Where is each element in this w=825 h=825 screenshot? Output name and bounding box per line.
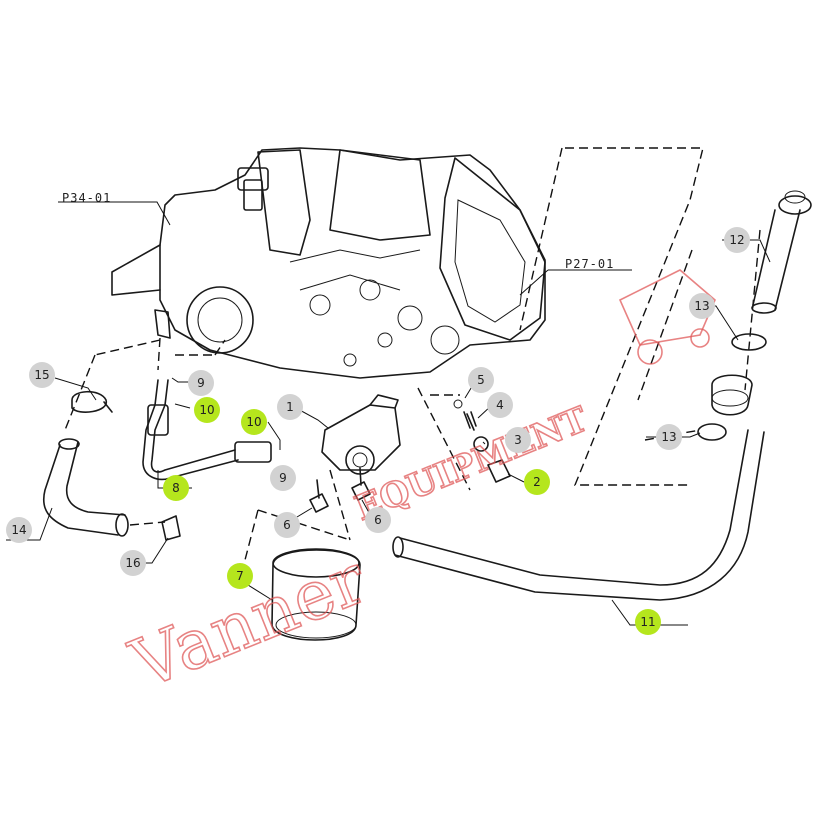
callout-number: 10 <box>199 403 214 417</box>
callout-7: 7 <box>227 563 253 589</box>
callout-13-lower: 13 <box>656 424 682 450</box>
assembly-lines <box>64 147 761 561</box>
fitting-16 <box>161 515 181 541</box>
callout-8: 8 <box>163 475 189 501</box>
callout-badge <box>689 293 715 319</box>
callout-9-upper: 9 <box>188 370 214 396</box>
callout-5: 5 <box>468 367 494 393</box>
callout-number: 3 <box>514 433 522 447</box>
callout-number: 14 <box>11 523 26 537</box>
callout-number: 6 <box>283 518 291 532</box>
callout-badge <box>635 609 661 635</box>
callout-badge <box>656 424 682 450</box>
callout-10-lower: 10 <box>241 409 267 435</box>
callout-badge <box>6 517 32 543</box>
ref-label-p27: P27-01 <box>565 257 614 271</box>
callout-13-upper: 13 <box>689 293 715 319</box>
callout-badge <box>188 370 214 396</box>
callout-badge <box>487 392 513 418</box>
callout-number: 13 <box>661 430 676 444</box>
callout-number: 9 <box>279 471 287 485</box>
callout-badge <box>163 475 189 501</box>
callout-badge <box>277 394 303 420</box>
callout-16: 16 <box>120 550 146 576</box>
bolt-right <box>351 467 371 501</box>
callout-14: 14 <box>6 517 32 543</box>
callout-15: 15 <box>29 362 55 388</box>
callout-number: 15 <box>34 368 49 382</box>
callout-2: 2 <box>524 469 550 495</box>
callout-number: 11 <box>640 615 655 629</box>
callout-1: 1 <box>277 394 303 420</box>
callout-badge <box>505 427 531 453</box>
callout-number: 8 <box>172 481 180 495</box>
callout-10-upper: 10 <box>194 397 220 423</box>
callout-badge <box>365 507 391 533</box>
callout-badge <box>524 469 550 495</box>
callout-badge <box>274 512 300 538</box>
relief-valve-set <box>453 399 511 483</box>
bolt-left <box>309 479 329 513</box>
callout-badge <box>29 362 55 388</box>
callout-6-right: 6 <box>365 507 391 533</box>
tube-12 <box>751 190 812 314</box>
suction-pipe-11 <box>392 374 765 601</box>
callout-4: 4 <box>487 392 513 418</box>
callout-number: 5 <box>477 373 485 387</box>
callout-number: 10 <box>246 415 261 429</box>
callout-number: 9 <box>197 376 205 390</box>
hose-14 <box>43 438 129 537</box>
clamp-15 <box>71 390 113 413</box>
callout-badge <box>227 563 253 589</box>
callout-badge <box>120 550 146 576</box>
svg-text:EQUIPMENT: EQUIPMENT <box>350 399 594 528</box>
callout-badge <box>194 397 220 423</box>
callout-number: 6 <box>374 513 382 527</box>
oil-filter-adapter <box>321 394 401 475</box>
callout-11: 11 <box>635 609 661 635</box>
callout-number: 12 <box>729 233 744 247</box>
svg-text:Vanner: Vanner <box>120 540 377 705</box>
callout-9-lower: 9 <box>270 465 296 491</box>
callout-3: 3 <box>505 427 531 453</box>
oil-filter <box>271 548 361 641</box>
callout-number: 16 <box>125 556 140 570</box>
ref-label-p34: P34-01 <box>62 191 111 205</box>
callout-number: 1 <box>286 400 294 414</box>
callout-number: 2 <box>533 475 541 489</box>
callout-number: 13 <box>694 299 709 313</box>
callout-badge <box>724 227 750 253</box>
callout-number: 7 <box>236 569 244 583</box>
callout-6-left: 6 <box>274 512 300 538</box>
callout-badge <box>468 367 494 393</box>
transmission-housing <box>111 147 546 379</box>
callout-badge <box>241 409 267 435</box>
callout-number: 4 <box>496 398 504 412</box>
callout-12: 12 <box>724 227 750 253</box>
callout-badge <box>270 465 296 491</box>
watermark-logo: Vanner EQUIPMENT <box>120 269 716 706</box>
o-ring-13-upper <box>731 333 767 351</box>
